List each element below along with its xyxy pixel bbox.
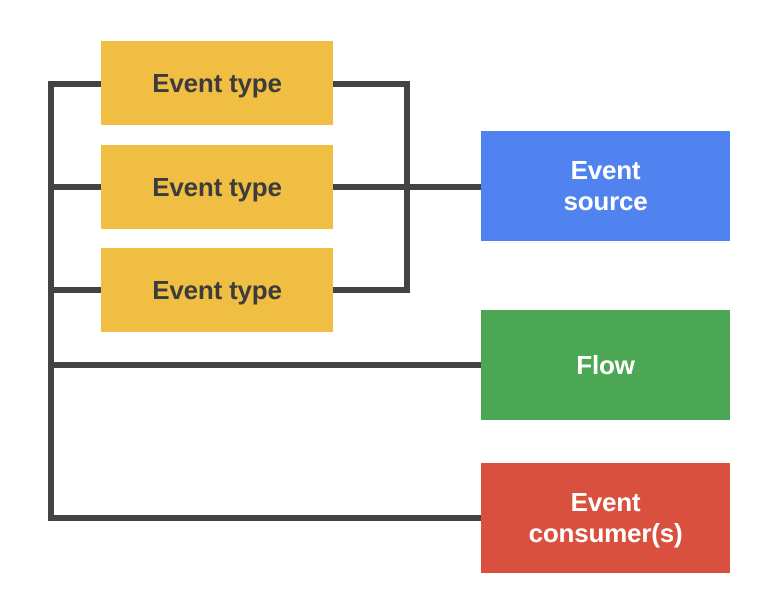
node-event-type-1-label: Event type	[152, 67, 282, 98]
node-event-type-2[interactable]: Event type	[101, 145, 333, 229]
node-flow-label: Flow	[576, 349, 635, 380]
node-event-type-3-label: Event type	[152, 274, 282, 305]
node-event-consumer-label: Event consumer(s)	[528, 487, 683, 548]
node-event-type-2-label: Event type	[152, 171, 282, 202]
node-event-source[interactable]: Event source	[481, 131, 730, 241]
node-flow[interactable]: Flow	[481, 310, 730, 420]
node-event-type-3[interactable]: Event type	[101, 248, 333, 332]
node-event-consumer[interactable]: Event consumer(s)	[481, 463, 730, 573]
node-event-source-label: Event source	[563, 155, 648, 216]
node-event-type-1[interactable]: Event type	[101, 41, 333, 125]
